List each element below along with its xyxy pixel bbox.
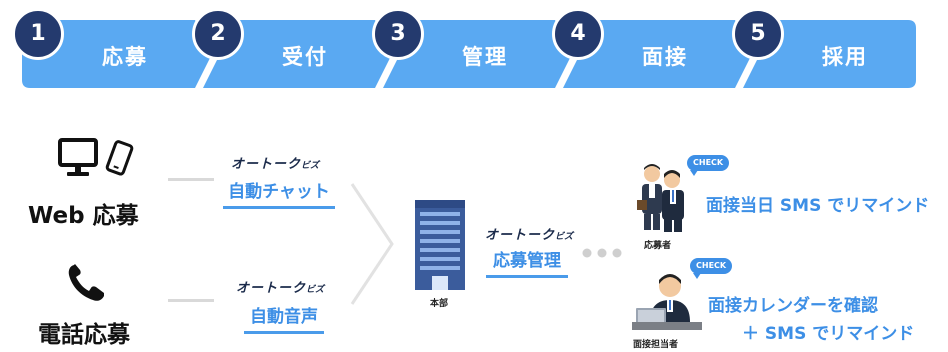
building-caption: 本部 — [430, 299, 449, 309]
interviewer-check-badge: CHECK — [690, 258, 733, 279]
step-4-label: 面接 — [642, 45, 688, 69]
web-brand-logo: オートークビズ — [231, 157, 320, 172]
phone-service-label: 自動音声 — [244, 302, 324, 334]
center-service-label: 応募管理 — [486, 246, 568, 278]
web-service-label: 自動チャット — [223, 177, 335, 209]
applicant-remind-message: 面接当日 SMS でリマインド — [706, 196, 930, 216]
interviewer-icon — [632, 274, 702, 330]
phone-brand-logo: オートークビズ — [236, 281, 325, 296]
applicant-caption: 応募者 — [644, 241, 672, 251]
step-3-arrow — [383, 20, 572, 88]
merge-chevron — [350, 183, 394, 305]
web-connector-line — [168, 178, 214, 181]
applicants-icon — [637, 164, 684, 232]
phone-icon — [68, 264, 104, 301]
web-channel-label: Web 応募 — [28, 203, 139, 229]
interviewer-remind-message-line1: 面接カレンダーを確認 — [708, 296, 878, 316]
interviewer-caption: 面接担当者 — [633, 340, 679, 350]
step-1-label: 応募 — [102, 45, 148, 69]
phone-connector-line — [168, 299, 214, 302]
step-5-label: 採用 — [822, 45, 868, 69]
center-brand-logo: オートークビズ — [485, 228, 574, 243]
step-4-number-badge: 4 — [552, 8, 604, 60]
smartphone-icon — [105, 140, 134, 176]
process-step-bar: 1 応募 2 受付 3 管理 4 面接 5 採用 — [0, 0, 948, 100]
office-building-icon — [415, 200, 465, 290]
applicant-check-badge: CHECK — [687, 155, 730, 176]
step-1-arrow — [22, 20, 212, 88]
ellipsis-icon — [582, 248, 622, 258]
step-2-number-badge: 2 — [192, 8, 244, 60]
step-5-arrow — [743, 20, 916, 88]
step-3-number-badge: 3 — [372, 8, 424, 60]
step-arrows — [22, 20, 916, 88]
step-2-label: 受付 — [282, 45, 328, 69]
phone-channel-label: 電話応募 — [38, 322, 130, 348]
interviewer-remind-message-line2: ＋ SMS でリマインド — [742, 324, 915, 344]
step-2-arrow — [203, 20, 392, 88]
step-1-number-badge: 1 — [12, 8, 64, 60]
monitor-icon — [58, 138, 98, 176]
web-channel-icons — [58, 138, 134, 176]
step-4-arrow — [563, 20, 752, 88]
step-5-number-badge: 5 — [732, 8, 784, 60]
step-3-label: 管理 — [462, 45, 508, 69]
